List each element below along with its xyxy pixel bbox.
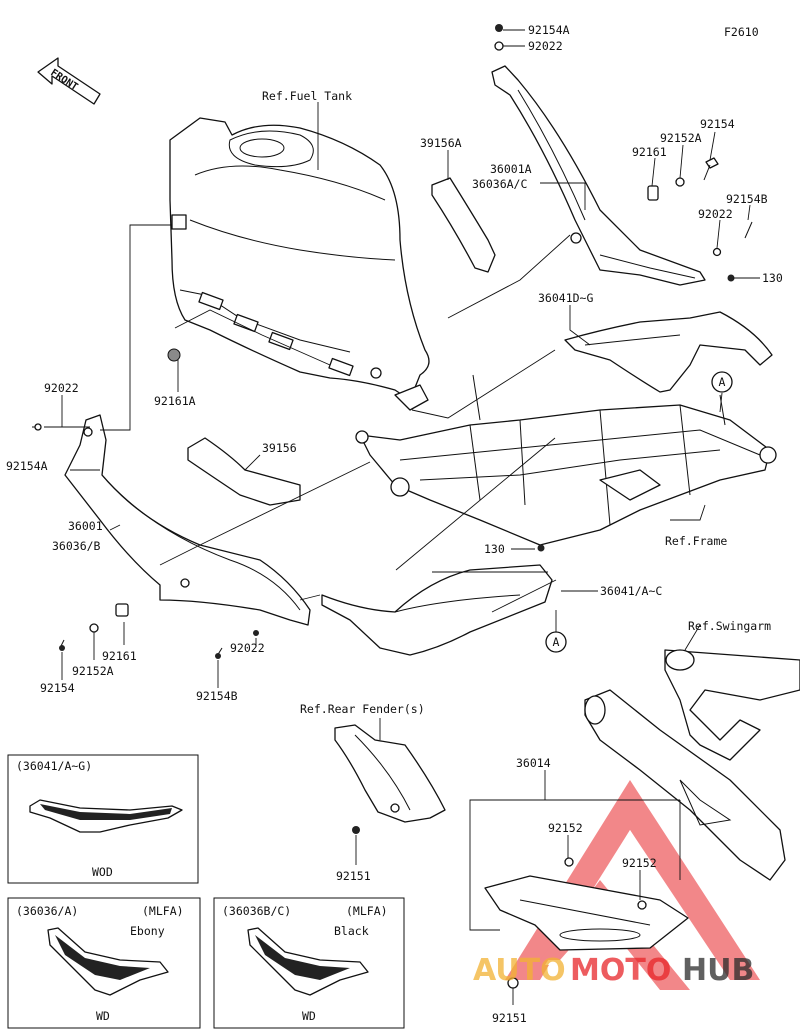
label-36041DG: 36041D~G bbox=[538, 291, 593, 305]
label-ref-rear-fender: Ref.Rear Fender(s) bbox=[300, 702, 425, 716]
label-39156A: 39156A bbox=[420, 136, 462, 150]
svg-text:AUTO: AUTO bbox=[473, 953, 566, 988]
frame-illustration bbox=[355, 374, 777, 546]
pad-39156 bbox=[187, 437, 301, 506]
figure-code: F2610 bbox=[724, 25, 759, 39]
svg-text:HUB: HUB bbox=[682, 953, 754, 988]
label-130-right: 130 bbox=[762, 271, 783, 285]
front-arrow-icon: FRONT bbox=[37, 57, 101, 105]
label-36014: 36014 bbox=[516, 756, 551, 770]
label-92151-bottom: 92151 bbox=[492, 1011, 527, 1025]
label-92022-bottom: 92022 bbox=[230, 641, 265, 655]
label-92154A-left: 92154A bbox=[6, 459, 48, 473]
label-92154-left: 92154 bbox=[40, 681, 75, 695]
label-36036B: 36036/B bbox=[52, 539, 101, 553]
swingarm-illustration bbox=[584, 649, 800, 881]
bolt-92154A-top bbox=[494, 24, 504, 51]
inset-box-36041: (36041/A~G) WOD bbox=[7, 754, 199, 884]
svg-text:MOTO: MOTO bbox=[570, 953, 671, 988]
marker-a-top: A bbox=[711, 371, 733, 393]
marker-a-bottom: A bbox=[545, 631, 567, 653]
label-ref-fuel-tank: Ref.Fuel Tank bbox=[262, 89, 352, 103]
label-39156: 39156 bbox=[262, 441, 297, 455]
label-36041AC: 36041/A~C bbox=[600, 584, 662, 598]
label-92152-a: 92152 bbox=[548, 821, 583, 835]
svg-text:(36036B/C): (36036B/C) bbox=[222, 904, 291, 918]
label-92152A-right: 92152A bbox=[660, 131, 702, 145]
leader-lines bbox=[44, 29, 760, 1005]
svg-text:(MLFA): (MLFA) bbox=[142, 904, 184, 918]
label-130-mid: 130 bbox=[484, 542, 505, 556]
label-92022-left: 92022 bbox=[44, 381, 79, 395]
chain-guard-36014 bbox=[484, 857, 689, 989]
label-36001A: 36001A bbox=[490, 162, 532, 176]
side-cover-36041 bbox=[321, 544, 553, 656]
label-92152-b: 92152 bbox=[622, 856, 657, 870]
label-36001: 36001 bbox=[68, 519, 103, 533]
svg-text:Black: Black bbox=[334, 924, 369, 938]
watermark-text: AUTO MOTO HUB bbox=[473, 953, 754, 988]
label-92161-left: 92161 bbox=[102, 649, 137, 663]
fuel-tank-illustration bbox=[169, 117, 430, 411]
label-92161-right: 92161 bbox=[632, 145, 667, 159]
label-ref-swingarm: Ref.Swingarm bbox=[688, 619, 771, 633]
label-92154A-top: 92154A bbox=[528, 23, 570, 37]
svg-text:WOD: WOD bbox=[92, 865, 113, 879]
fasteners-left bbox=[32, 348, 259, 659]
side-cover-36001A bbox=[491, 65, 706, 286]
label-92154B-right: 92154B bbox=[726, 192, 768, 206]
label-92022-right: 92022 bbox=[698, 207, 733, 221]
svg-text:Ebony: Ebony bbox=[130, 924, 165, 938]
inset-box-36036BC: (36036B/C) (MLFA) Black WD bbox=[213, 897, 405, 1029]
svg-text:(MLFA): (MLFA) bbox=[346, 904, 388, 918]
label-92151-mid: 92151 bbox=[336, 869, 371, 883]
svg-text:A: A bbox=[719, 375, 726, 389]
part-labels: F2610 92154A 92022 Ref.Fuel Tank 39156A … bbox=[6, 23, 783, 1025]
fasteners-right bbox=[647, 157, 753, 282]
inset-box-36036A: (36036/A) (MLFA) Ebony WD bbox=[7, 897, 201, 1029]
svg-text:WD: WD bbox=[302, 1009, 316, 1023]
side-cover-36001 bbox=[64, 414, 311, 626]
svg-text:(36041/A~G): (36041/A~G) bbox=[16, 759, 92, 773]
inner-cover-36041DG bbox=[564, 311, 773, 393]
pad-39156A bbox=[431, 177, 496, 273]
svg-text:A: A bbox=[553, 635, 560, 649]
svg-text:WD: WD bbox=[96, 1009, 110, 1023]
label-92154-right: 92154 bbox=[700, 117, 735, 131]
label-36036AC: 36036A/C bbox=[472, 177, 527, 191]
label-92022-top: 92022 bbox=[528, 39, 563, 53]
svg-text:(36036/A): (36036/A) bbox=[16, 904, 78, 918]
label-92152A-left: 92152A bbox=[72, 664, 114, 678]
label-ref-frame: Ref.Frame bbox=[665, 534, 727, 548]
label-92154B-bottom: 92154B bbox=[196, 689, 238, 703]
label-92161A: 92161A bbox=[154, 394, 196, 408]
rear-fender-illustration bbox=[334, 724, 446, 834]
